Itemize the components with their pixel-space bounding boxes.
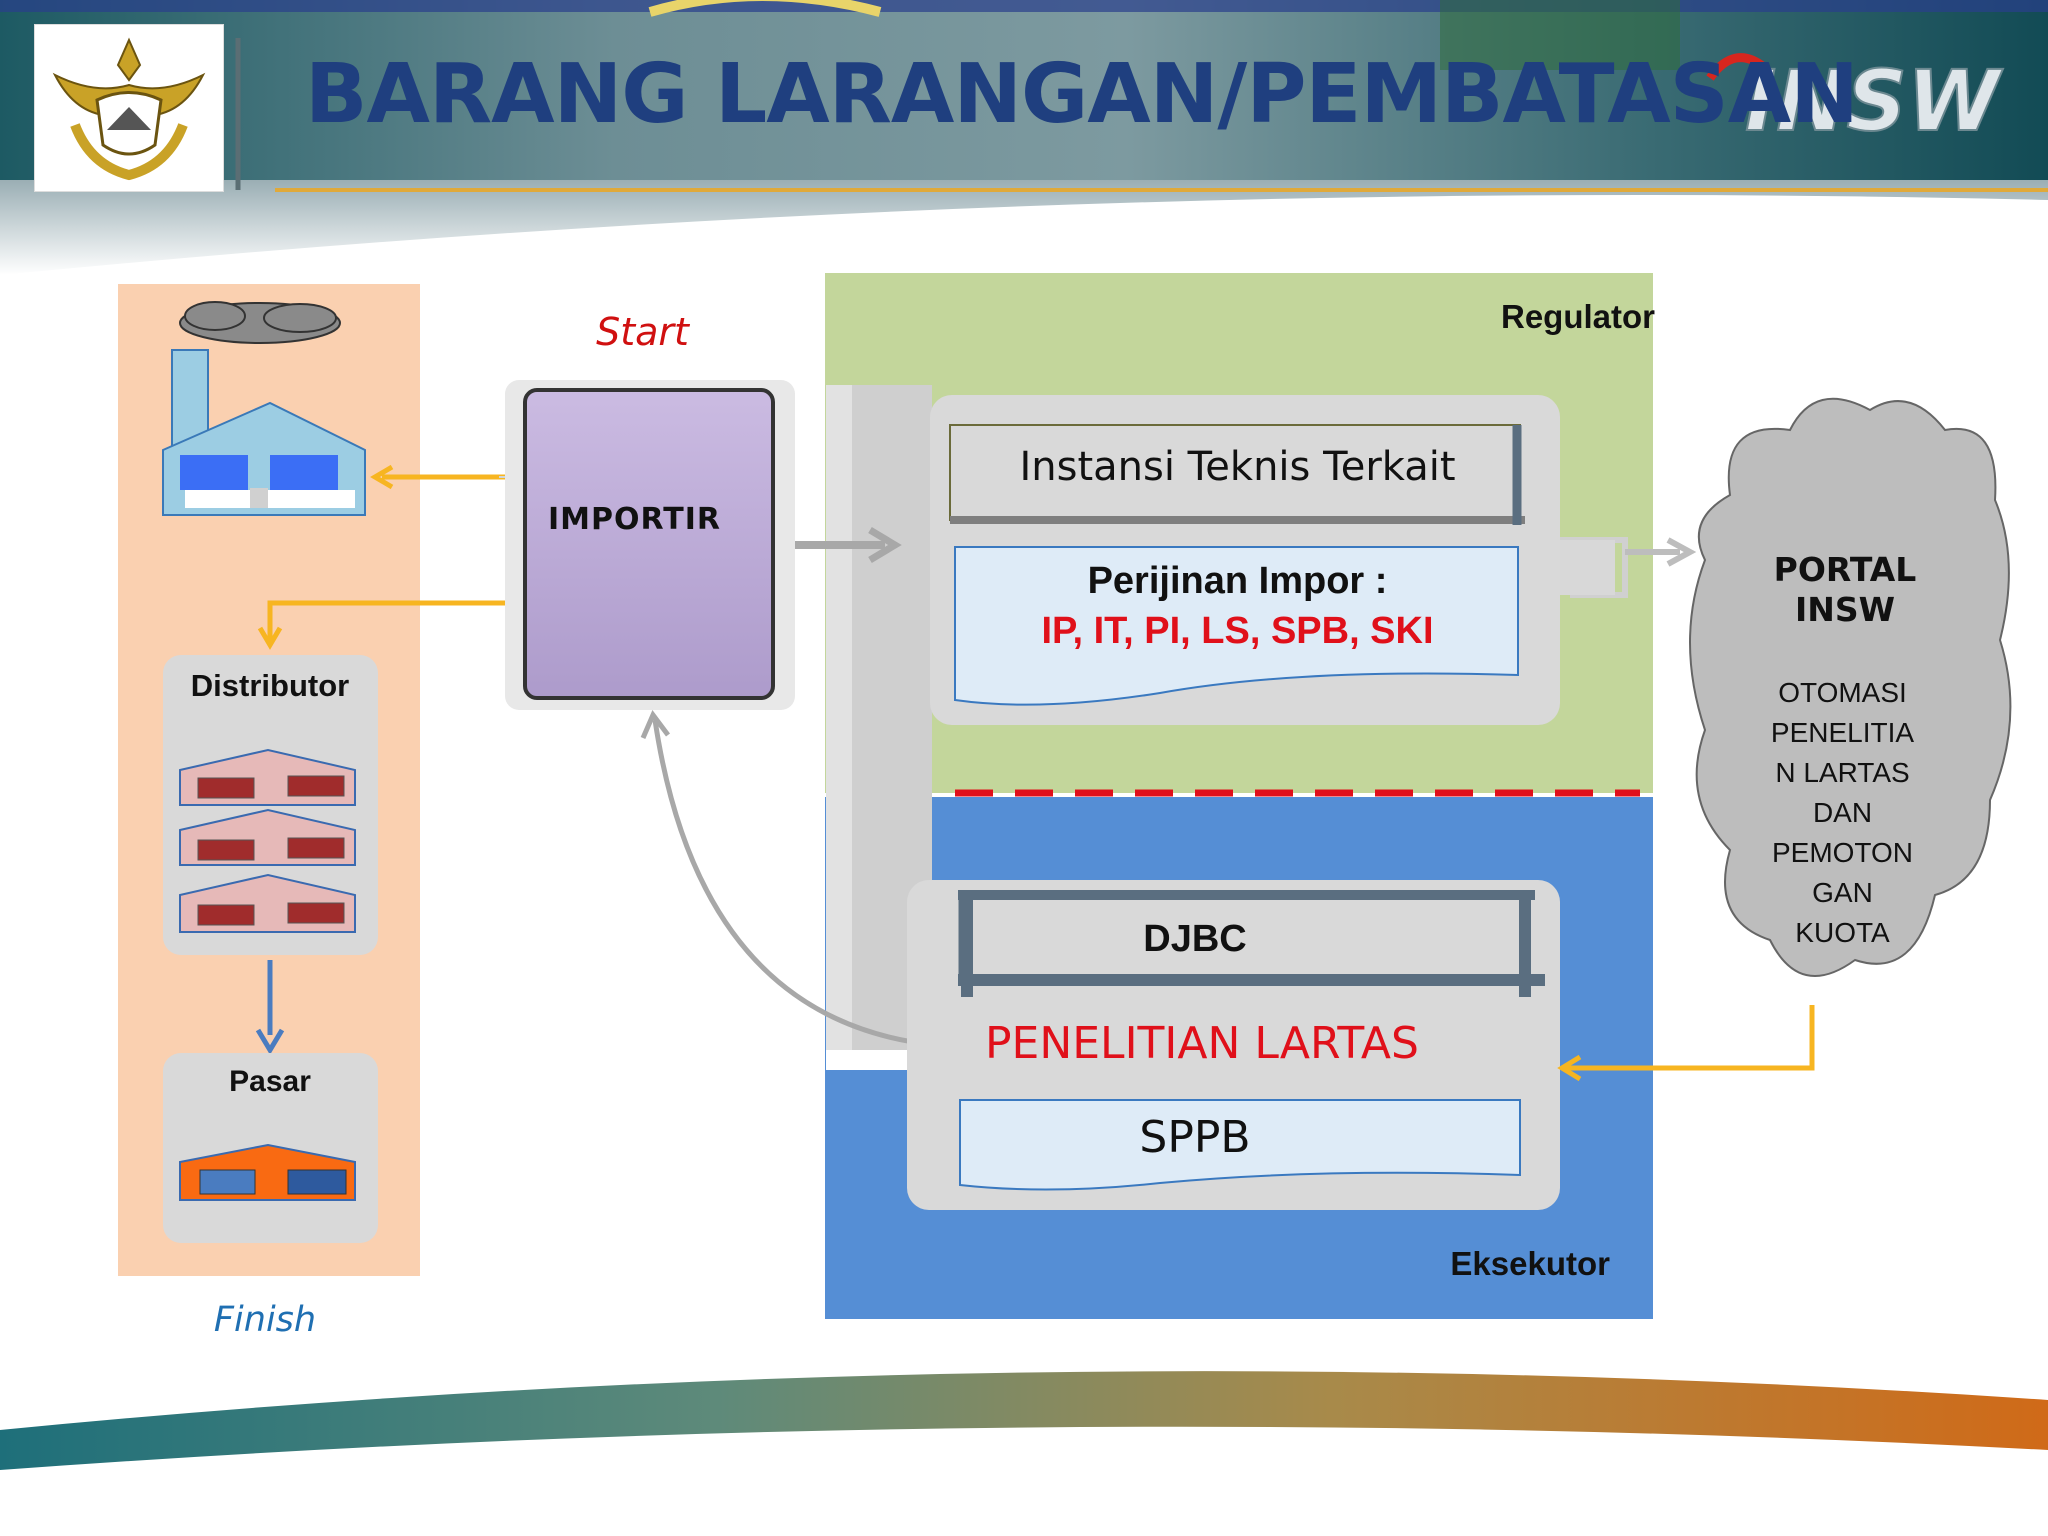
pasar-label: Pasar <box>229 1065 311 1098</box>
perijinan-title: Perijinan Impor : <box>1087 560 1388 602</box>
instansi-label: Instansi Teknis Terkait <box>1019 444 1456 490</box>
importir-label: IMPORTIR <box>548 502 721 537</box>
perijinan-values: IP, IT, PI, LS, SPB, SKI <box>1041 610 1434 652</box>
header-band <box>0 0 2048 182</box>
portal-insw-title: PORTAL INSW <box>1773 550 1917 629</box>
importir-box <box>523 388 775 700</box>
distributor-label: Distributor <box>190 668 350 703</box>
portal-cloud <box>1689 397 2012 977</box>
emblem-icon <box>52 37 206 181</box>
insw-logo: INSW <box>1690 38 2010 151</box>
factory-icon <box>162 301 366 516</box>
customs-emblem-logo <box>34 24 224 192</box>
sppb-label: SPPB <box>1139 1112 1251 1163</box>
regulator-label: Regulator <box>1500 298 1655 335</box>
start-label: Start <box>596 310 689 354</box>
finish-label: Finish <box>213 1300 317 1340</box>
penelitian-lartas-label: PENELITIAN LARTAS <box>985 1018 1419 1069</box>
page-title: BARANG LARANGAN/PEMBATASAN <box>305 47 1859 142</box>
insw-logo-text: INSW <box>1745 52 2004 148</box>
perijinan-document <box>954 546 1519 706</box>
insw-logo-icon: INSW <box>1706 51 2005 151</box>
djbc-label: DJBC <box>1143 918 1247 960</box>
portal-insw-description: OTOMASI PENELITIA N LARTAS DAN PEMOTON G… <box>1770 677 1915 948</box>
warehouse-icon <box>179 748 356 933</box>
sppb-document <box>959 1099 1521 1191</box>
shop-icon <box>179 1143 356 1201</box>
eksekutor-label: Eksekutor <box>1450 1245 1610 1282</box>
